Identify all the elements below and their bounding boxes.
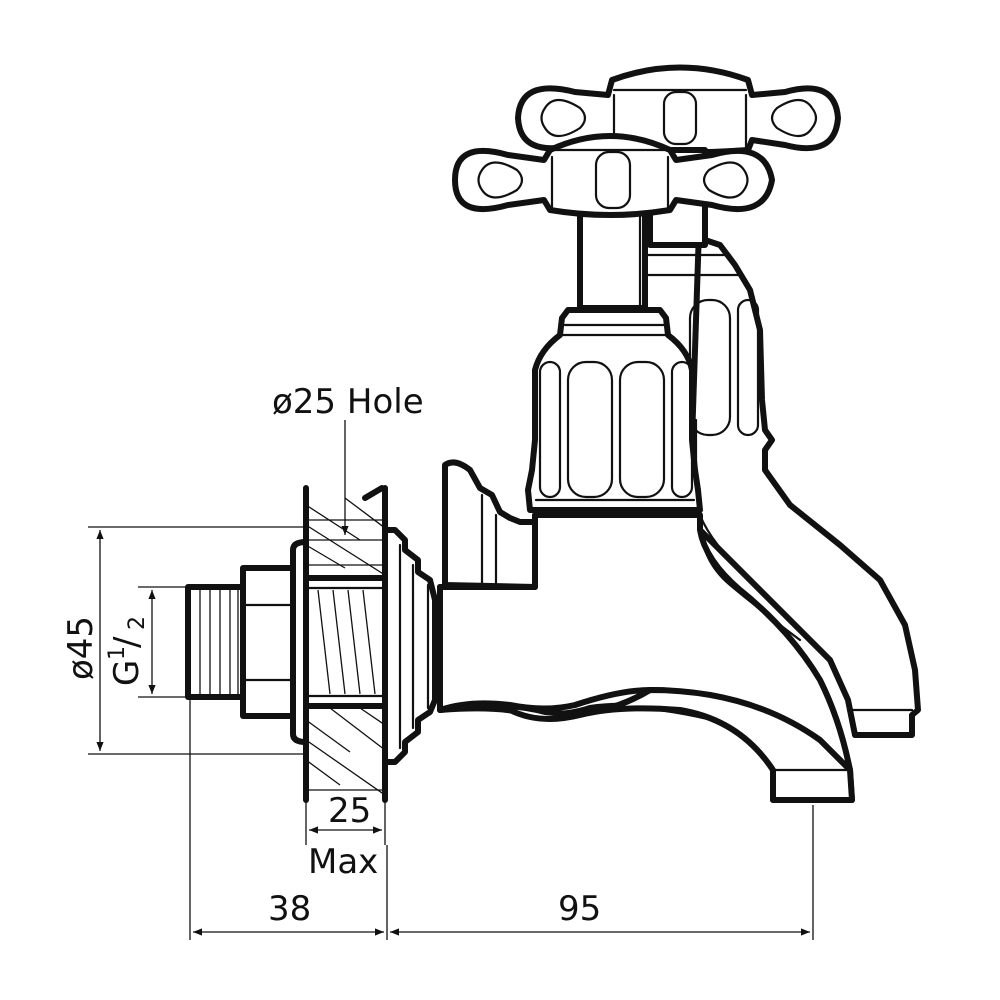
cross-handle	[452, 133, 775, 218]
projection-label: 95	[558, 889, 601, 929]
front-tap	[437, 133, 855, 803]
diameter-45-label: ø45	[61, 616, 101, 680]
mounting-block	[442, 459, 538, 590]
wall-thickness-label: 25	[328, 791, 371, 831]
threaded-shank	[185, 539, 388, 745]
headwork	[525, 307, 703, 513]
shank-length-label: 38	[268, 889, 311, 929]
svg-text:/: /	[107, 636, 147, 648]
dimensions: ø25 Hole ø45 G 1 / 2 25 Max 38 95	[61, 382, 814, 940]
svg-text:G: G	[107, 660, 147, 686]
back-nut	[240, 565, 296, 719]
wall-thickness-max-label: Max	[308, 842, 378, 882]
thread-size-label: G 1 / 2	[105, 616, 150, 686]
wall-flange	[382, 527, 438, 765]
hole-label: ø25 Hole	[272, 382, 424, 422]
svg-text:1: 1	[105, 646, 130, 660]
svg-text:2: 2	[125, 616, 150, 630]
